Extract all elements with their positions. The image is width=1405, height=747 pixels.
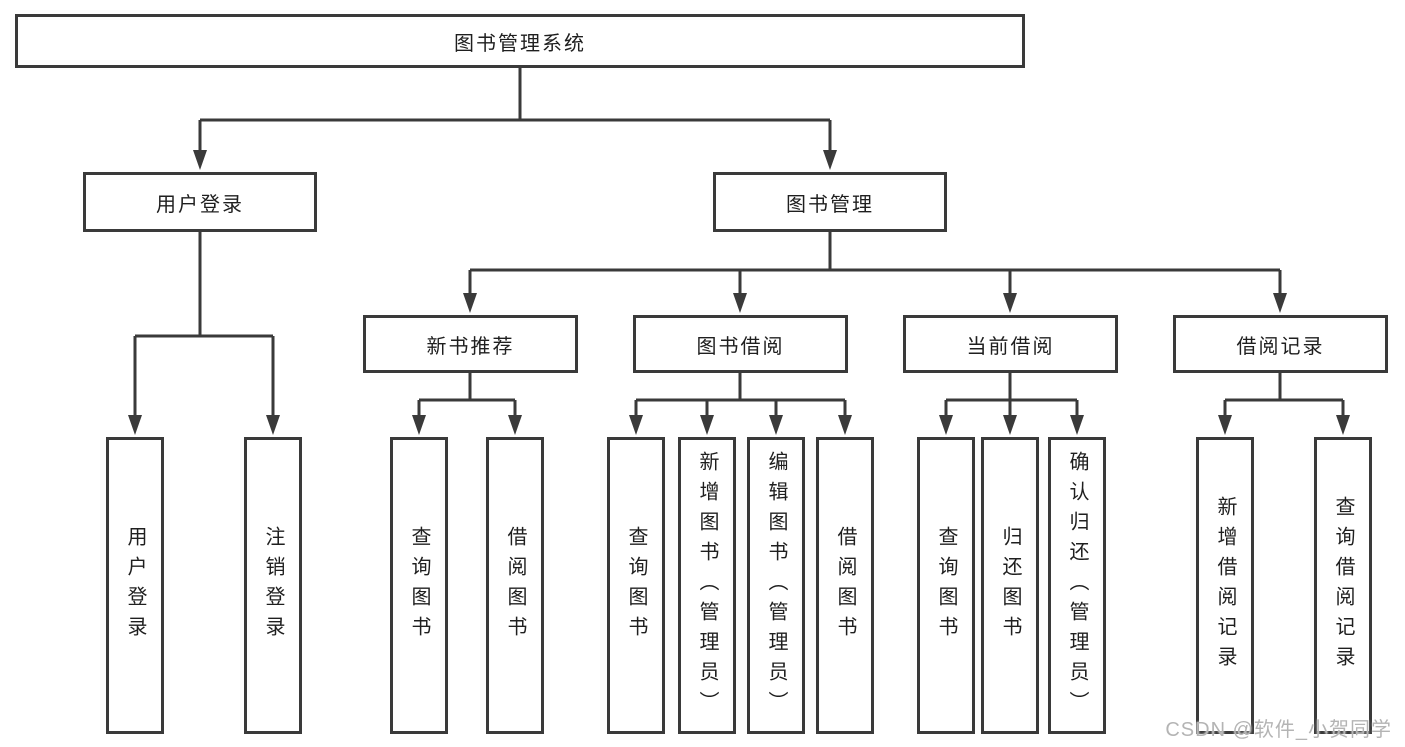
leaf-recommend-query-books: 查询图书 [390, 437, 448, 734]
leaf-add-book-admin: 新增图书（管理员） [678, 437, 736, 734]
leaf-recommend-borrow-books: 借阅图书 [486, 437, 544, 734]
leaf-borrowing-borrow-books: 借阅图书 [816, 437, 874, 734]
leaf-confirm-return-admin: 确认归还（管理员） [1048, 437, 1106, 734]
node-library-management-system: 图书管理系统 [15, 14, 1025, 68]
node-book-management: 图书管理 [713, 172, 947, 232]
node-new-book-recommendation: 新书推荐 [363, 315, 578, 373]
node-current-borrowing: 当前借阅 [903, 315, 1118, 373]
leaf-query-borrow-record: 查询借阅记录 [1314, 437, 1372, 734]
leaf-borrowing-query-books: 查询图书 [607, 437, 665, 734]
leaf-logout: 注销登录 [244, 437, 302, 734]
leaf-user-login: 用户登录 [106, 437, 164, 734]
leaf-return-books: 归还图书 [981, 437, 1039, 734]
node-user-login: 用户登录 [83, 172, 317, 232]
leaf-add-borrow-record: 新增借阅记录 [1196, 437, 1254, 734]
csdn-watermark: CSDN @软件_小贺同学 [1165, 719, 1392, 741]
node-book-borrowing: 图书借阅 [633, 315, 848, 373]
leaf-edit-book-admin: 编辑图书（管理员） [747, 437, 805, 734]
node-borrowing-records: 借阅记录 [1173, 315, 1388, 373]
leaf-current-query-books: 查询图书 [917, 437, 975, 734]
